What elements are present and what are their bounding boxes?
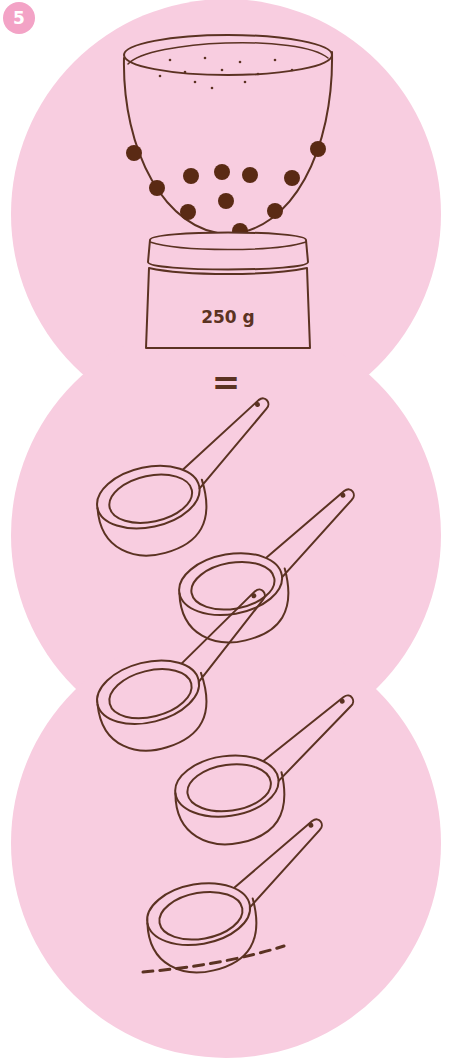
- scale-body: [146, 268, 310, 348]
- measuring-cups: [79, 397, 375, 980]
- scale-plate: [148, 233, 308, 270]
- flour-specks: [159, 57, 294, 90]
- scale-base: 250 g: [145, 266, 311, 350]
- background-circles: [11, 0, 441, 1058]
- badge-circle: [3, 2, 35, 34]
- weight-label: 250 g: [201, 307, 255, 327]
- bowl: [124, 35, 332, 234]
- step-number: 5: [13, 8, 25, 28]
- chocolate-dots: [126, 141, 326, 239]
- equals-sign: =: [196, 362, 256, 402]
- fill-level-line: [143, 946, 284, 972]
- step-badge: 5: [3, 2, 35, 34]
